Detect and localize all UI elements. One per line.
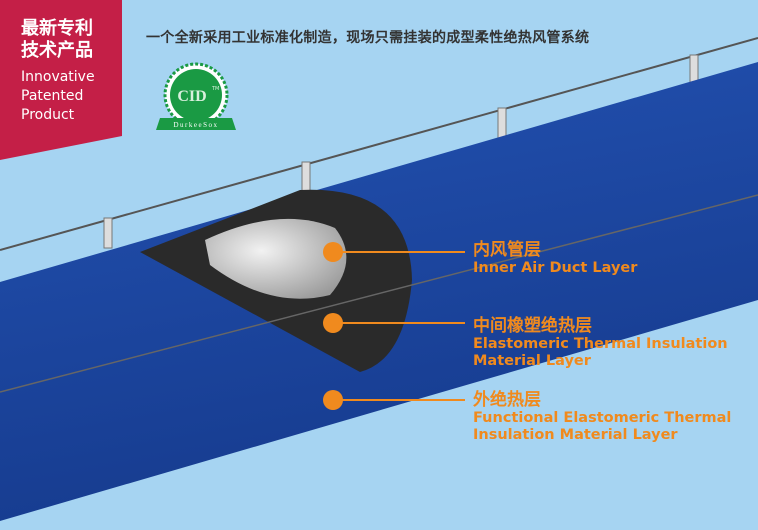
- inner-duct: [205, 218, 347, 299]
- svg-text:CID: CID: [177, 88, 206, 105]
- svg-text:DurkeeSox: DurkeeSox: [174, 121, 219, 129]
- layer-zh: 外绝热层: [473, 390, 541, 410]
- layer-en: Inner Air Duct Layer: [473, 260, 638, 276]
- badge-en-line2: Patented: [21, 88, 84, 104]
- layer-label-outer: 外绝热层 Functional Elastomeric Thermal Insu…: [473, 390, 731, 444]
- callout-lines: [333, 251, 465, 401]
- inner-cable: [0, 194, 758, 393]
- layer-zh: 内风管层: [473, 240, 541, 260]
- layer-label-middle: 中间橡塑绝热层 Elastomeric Thermal Insulation M…: [473, 316, 728, 370]
- svg-text:TM: TM: [211, 86, 219, 92]
- layer-label-inner: 内风管层 Inner Air Duct Layer: [473, 240, 637, 277]
- callout-dots: [323, 242, 343, 410]
- layer-zh: 中间橡塑绝热层: [473, 316, 592, 336]
- badge-zh-line2: 技术产品: [21, 40, 93, 61]
- cid-logo: CID TM DurkeeSox: [156, 62, 236, 130]
- layer-en-2: Insulation Material Layer: [473, 427, 678, 443]
- layer-en: Functional Elastomeric Thermal: [473, 410, 732, 426]
- badge-en-line1: Innovative: [21, 69, 95, 85]
- badge-en-line3: Product: [21, 107, 75, 123]
- layer-en: Elastomeric Thermal Insulation: [473, 336, 728, 352]
- suspension-cable: [0, 37, 758, 251]
- badge-zh-line1: 最新专利: [21, 18, 93, 39]
- tagline: 一个全新采用工业标准化制造，现场只需挂装的成型柔性绝热风管系统: [146, 30, 590, 46]
- layer-en-2: Material Layer: [473, 353, 591, 369]
